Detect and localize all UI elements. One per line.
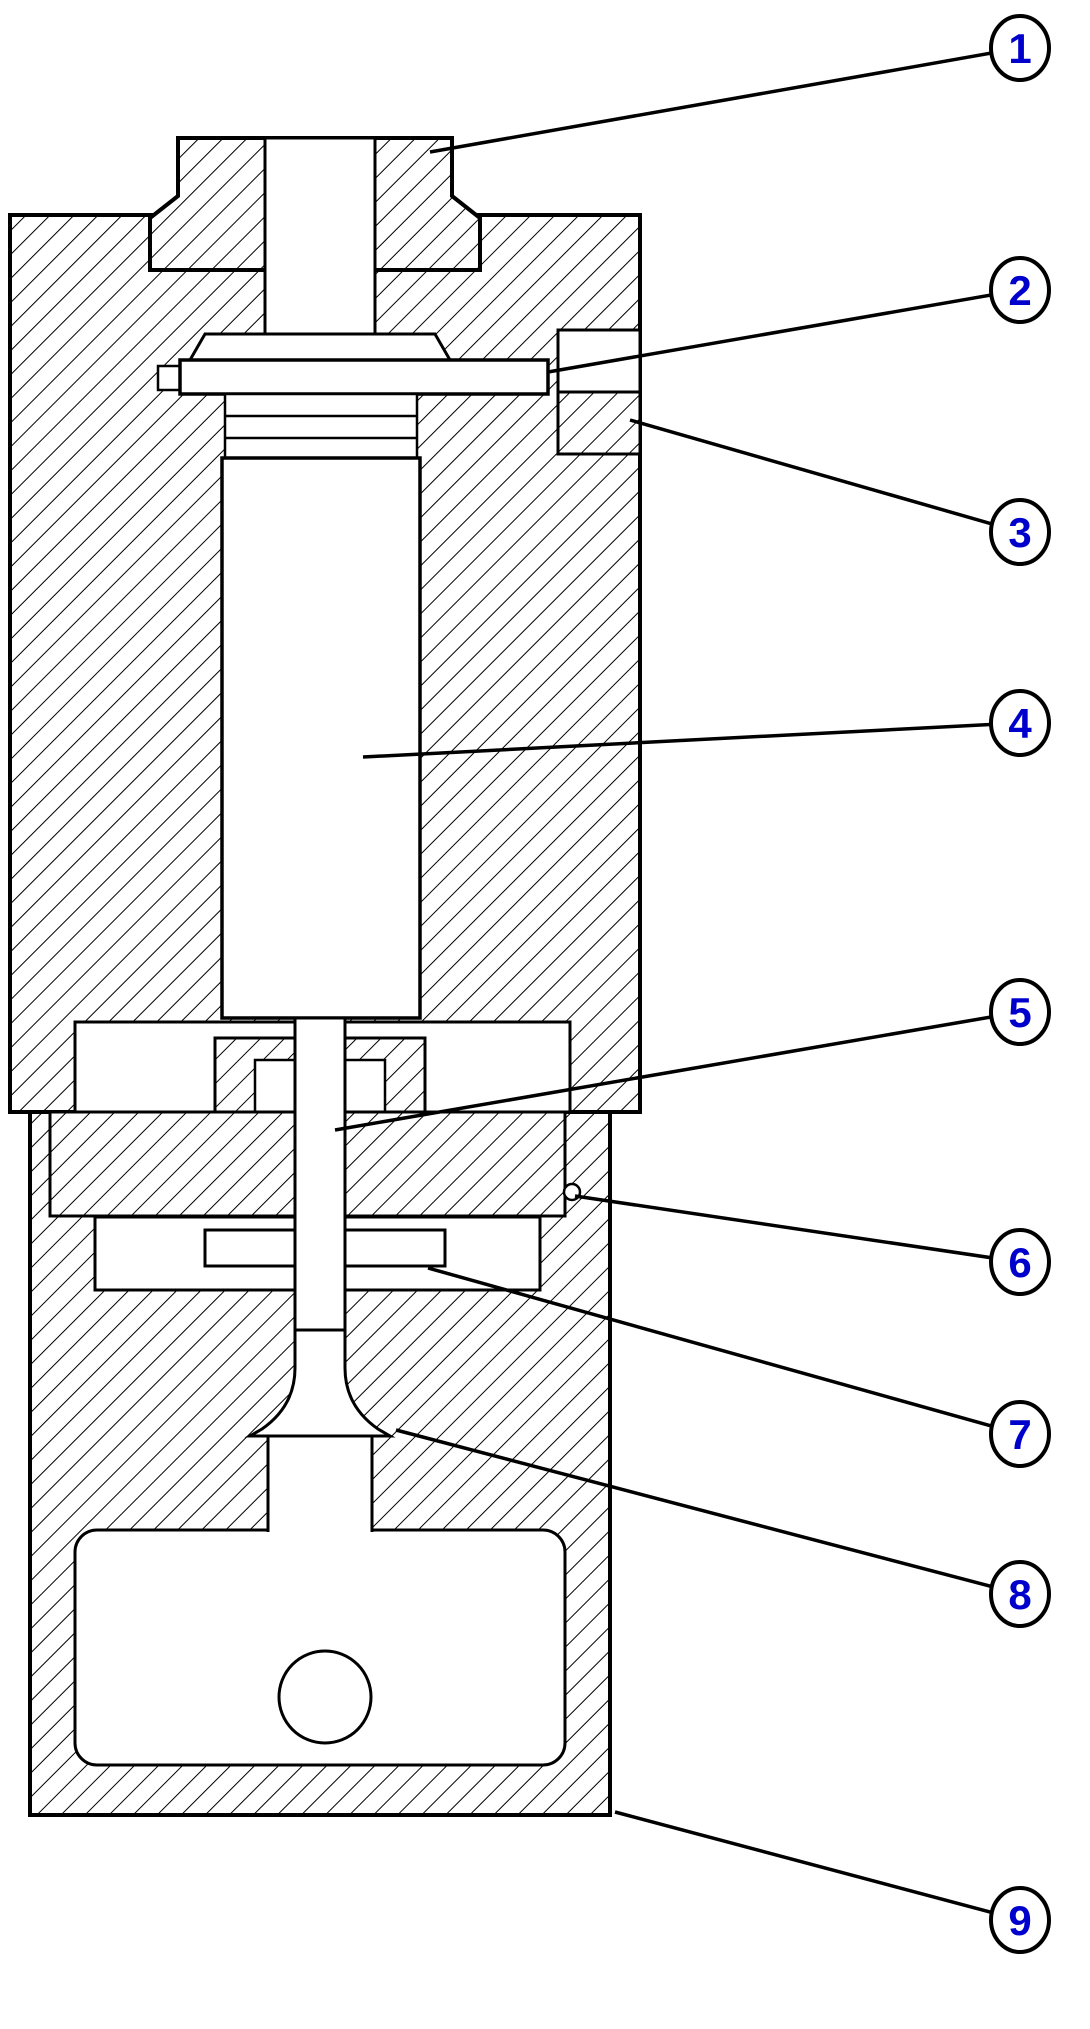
callout-number-1: 1 [1008, 25, 1031, 72]
leader-line-5 [334, 1010, 1021, 1132]
leader-line-1 [429, 46, 1021, 154]
nozzle-flare [244, 1328, 396, 1438]
right-notch-cavity [556, 328, 642, 394]
callout-circle-6 [989, 1228, 1051, 1296]
plunger [220, 456, 422, 1020]
callout-number-5: 5 [1008, 989, 1031, 1036]
callout-circle-9 [989, 1886, 1051, 1954]
leader-line-8 [395, 1428, 1021, 1596]
leader-line-6 [574, 1194, 1021, 1264]
callout-circle-3 [989, 498, 1051, 566]
lower-channel [266, 1434, 374, 1532]
through-hole [277, 1649, 373, 1745]
callout-number-7: 7 [1008, 1411, 1031, 1458]
washer [178, 358, 550, 396]
washer-left-step [156, 364, 182, 392]
leader-line-2 [547, 288, 1021, 374]
retainer-block-section [556, 390, 642, 456]
ring-stack [223, 392, 419, 460]
callout-layer: 1 2 3 4 5 6 7 8 9 [334, 14, 1051, 1954]
callout-number-9: 9 [1008, 1897, 1031, 1944]
callout-number-4: 4 [1008, 700, 1032, 747]
leader-line-4 [362, 721, 1021, 759]
callout-number-6: 6 [1008, 1239, 1031, 1286]
callout-circle-5 [989, 978, 1051, 1046]
callout-circle-4 [989, 689, 1051, 757]
callout-circle-8 [989, 1560, 1051, 1628]
callout-circle-7 [989, 1400, 1051, 1468]
center-stem [293, 1016, 347, 1332]
core-tube [263, 136, 377, 362]
flange-cone [187, 332, 453, 362]
callout-number-2: 2 [1008, 267, 1031, 314]
callout-circle-2 [989, 256, 1051, 324]
callout-number-3: 3 [1008, 509, 1031, 556]
callout-circle-1 [989, 14, 1051, 82]
leader-line-7 [427, 1266, 1021, 1436]
leader-line-9 [614, 1810, 1021, 1922]
leader-line-3 [629, 418, 1021, 534]
callout-number-8: 8 [1008, 1571, 1031, 1618]
